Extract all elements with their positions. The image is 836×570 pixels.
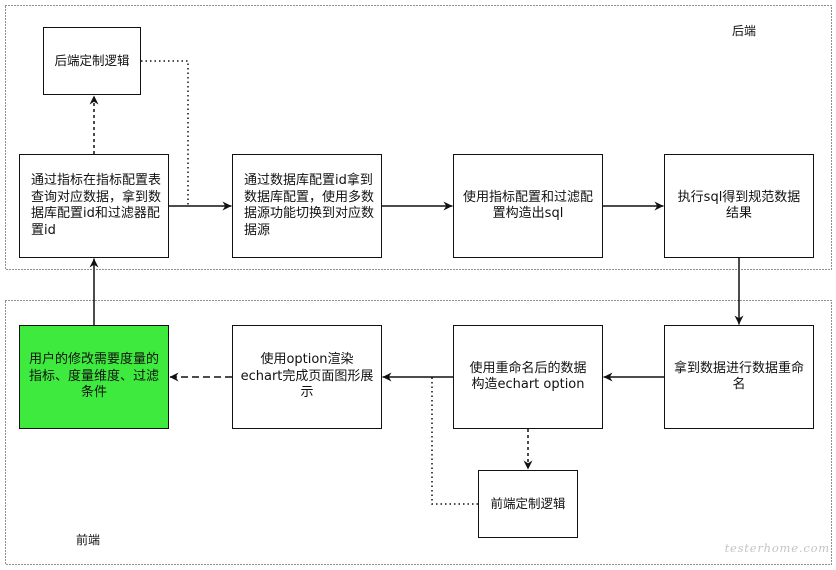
render-echart-node: 使用option渲染echart完成页面图形展示 [232,325,382,429]
render-echart-label: 使用option渲染echart完成页面图形展示 [240,352,374,401]
build-echart-option-label: 使用重命名后的数据构造echart option [469,360,587,393]
build-sql-label: 使用指标配置和过滤配置构造出sql [462,189,593,222]
query-indicator-config-label: 通过指标在指标配置表查询对应数据，拿到数据库配置id和过滤器配置id [31,173,162,238]
dotted-link-frontend-custom [431,377,478,505]
user-modifies-conditions-node: 用户的修改需要度量的指标、度量维度、过滤条件 [19,325,169,429]
frontend-custom-logic-node: 前端定制逻辑 [478,470,578,538]
frontend-region [5,300,832,565]
backend-region [5,5,832,270]
backend-custom-logic-node: 后端定制逻辑 [43,27,141,95]
rename-data-label: 拿到数据进行数据重命名 [673,360,804,393]
backend-region-label: 后端 [732,24,757,38]
watermark-text: testerhome.com [724,541,830,555]
switch-datasource-label: 通过数据库配置id拿到数据库配置，使用多数据源功能切换到对应数据源 [244,173,375,238]
build-echart-option-node: 使用重命名后的数据构造echart option [453,325,603,429]
backend-custom-logic-label: 后端定制逻辑 [54,52,130,68]
switch-datasource-node: 通过数据库配置id拿到数据库配置，使用多数据源功能切换到对应数据源 [232,154,382,258]
execute-sql-label: 执行sql得到规范数据结果 [677,189,801,222]
build-sql-node: 使用指标配置和过滤配置构造出sql [453,154,603,258]
execute-sql-node: 执行sql得到规范数据结果 [664,154,814,258]
rename-data-node: 拿到数据进行数据重命名 [664,325,814,429]
frontend-custom-logic-label: 前端定制逻辑 [490,495,566,511]
frontend-region-label: 前端 [76,533,101,547]
query-indicator-config-node: 通过指标在指标配置表查询对应数据，拿到数据库配置id和过滤器配置id [19,154,169,258]
user-modifies-conditions-label: 用户的修改需要度量的指标、度量维度、过滤条件 [28,352,159,401]
